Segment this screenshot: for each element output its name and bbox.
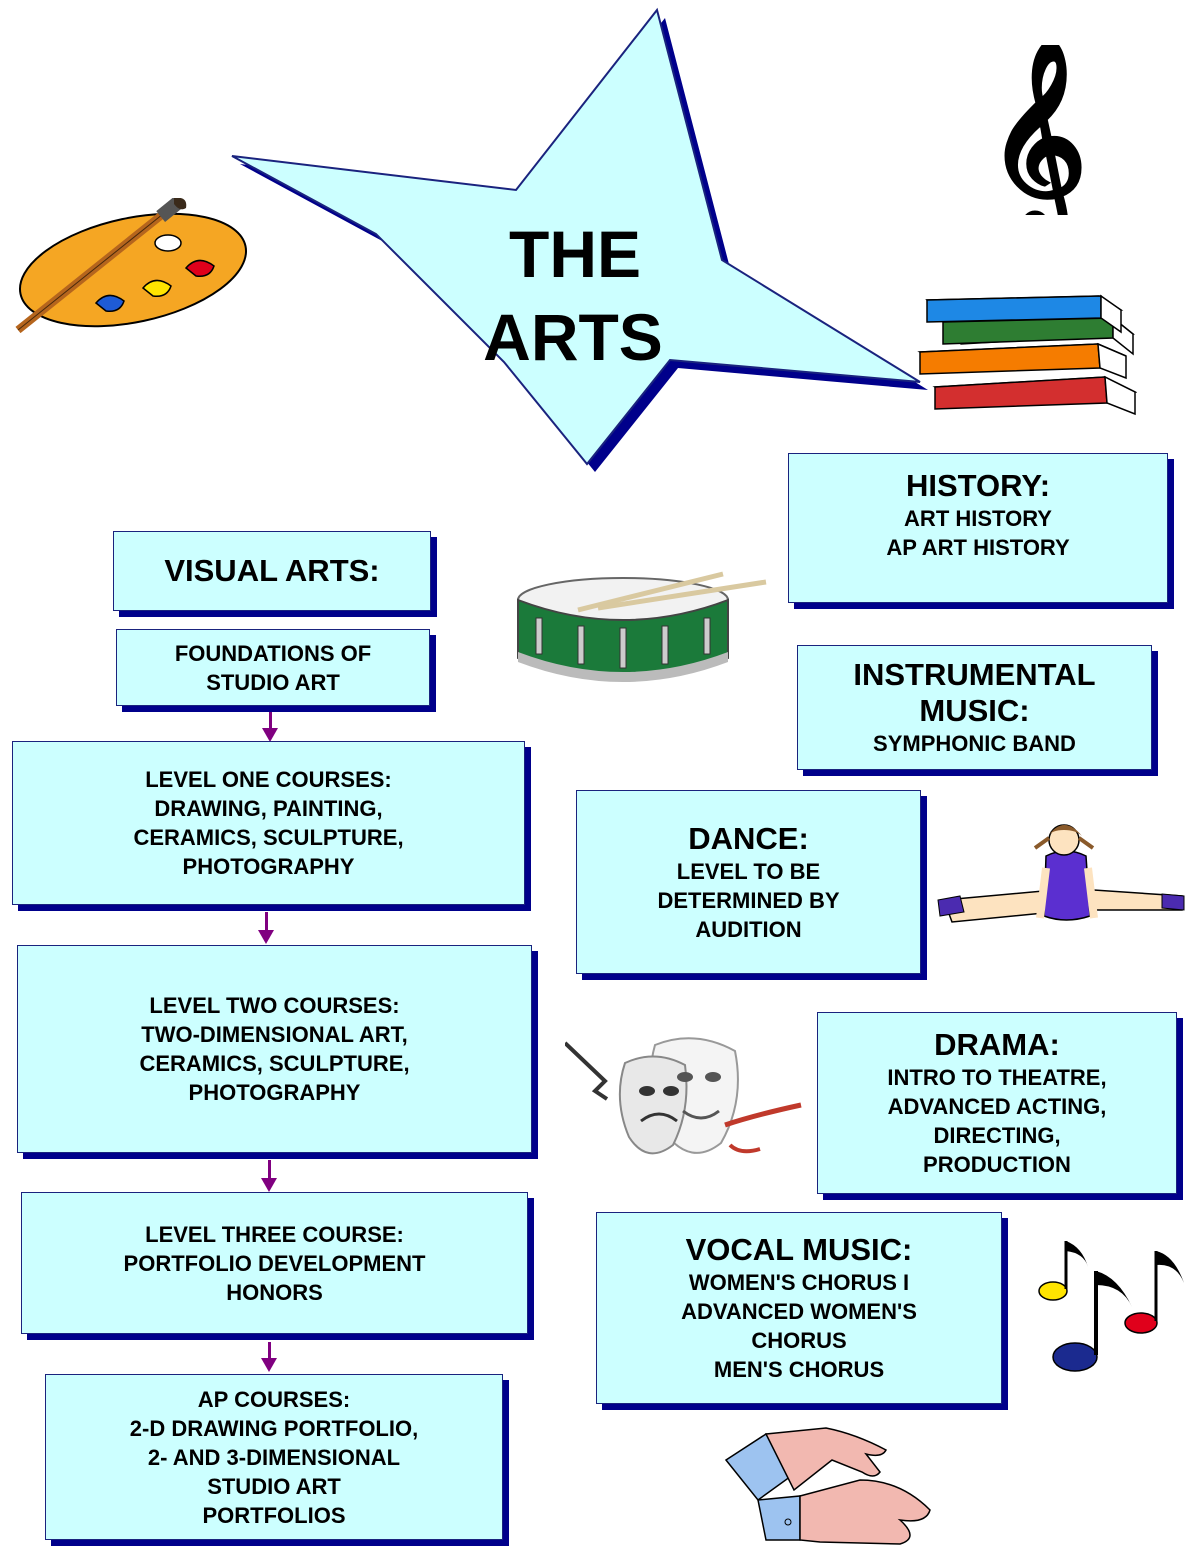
ap-line-2: 2-D DRAWING PORTFOLIO,	[129, 1415, 419, 1441]
history-heading: HISTORY:	[905, 468, 1051, 503]
level-two-line-4: PHOTOGRAPHY	[188, 1080, 361, 1105]
ap-courses-box: AP COURSES: 2-D DRAWING PORTFOLIO, 2- AN…	[45, 1374, 503, 1540]
level-three-line-3: HONORS	[226, 1279, 323, 1305]
level-two-box: LEVEL TWO COURSES: TWO-DIMENSIONAL ART, …	[17, 945, 532, 1153]
ap-line-3: 2- AND 3-DIMENSIONAL	[147, 1444, 401, 1470]
flow-arrow-4	[261, 1342, 277, 1372]
level-three-line-1: LEVEL THREE COURSE:	[145, 1221, 404, 1247]
foundations-line-1: FOUNDATIONS OF	[174, 640, 372, 666]
ap-line-4: STUDIO ART	[207, 1473, 341, 1499]
vocal-item-1: WOMEN'S CHORUS I	[688, 1270, 910, 1295]
level-one-line-1: LEVEL ONE COURSES:	[145, 767, 392, 792]
svg-text:𝄞: 𝄞	[987, 45, 1087, 215]
history-item-2: AP ART HISTORY	[886, 535, 1070, 560]
drama-item-2: ADVANCED ACTING,	[887, 1094, 1107, 1119]
vocal-item-4: MEN'S CHORUS	[713, 1357, 885, 1382]
level-one-box: LEVEL ONE COURSES: DRAWING, PAINTING, CE…	[12, 741, 525, 905]
visual-arts-heading: VISUAL ARTS:	[164, 553, 380, 588]
music-notes-icon	[1038, 1241, 1184, 1372]
instrumental-heading-2: MUSIC:	[919, 693, 1030, 728]
ap-line-1: AP COURSES:	[197, 1386, 351, 1412]
title-line-1: THE	[509, 217, 641, 291]
dance-item-3: AUDITION	[695, 916, 802, 942]
level-one-line-3: CERAMICS, SCULPTURE,	[133, 825, 404, 850]
drama-item-4: PRODUCTION	[923, 1152, 1071, 1177]
palette-icon	[15, 198, 248, 334]
level-one-line-2: DRAWING, PAINTING,	[154, 796, 383, 821]
vocal-heading: VOCAL MUSIC:	[685, 1232, 913, 1267]
level-three-box: LEVEL THREE COURSE: PORTFOLIO DEVELOPMEN…	[21, 1192, 528, 1334]
title-star-full: THE ARTS	[231, 7, 928, 472]
foundations-box: FOUNDATIONS OF STUDIO ART	[116, 629, 430, 706]
drama-item-1: INTRO TO THEATRE,	[887, 1065, 1107, 1090]
vocal-item-3: CHORUS	[751, 1328, 847, 1353]
books-icon	[917, 294, 1137, 416]
drama-heading: DRAMA:	[934, 1027, 1060, 1062]
theatre-masks-icon	[565, 1037, 802, 1155]
ap-line-5: PORTFOLIOS	[202, 1502, 346, 1528]
instrumental-item-1: SYMPHONIC BAND	[873, 731, 1076, 756]
flow-arrow-2	[258, 912, 274, 944]
instrumental-box: INSTRUMENTAL MUSIC: SYMPHONIC BAND	[797, 645, 1152, 770]
visual-arts-heading-box: VISUAL ARTS:	[113, 531, 431, 611]
history-item-1: ART HISTORY	[904, 506, 1052, 531]
dance-item-1: LEVEL TO BE	[676, 858, 821, 884]
flow-arrow-1	[262, 712, 278, 742]
treble-clef-icon: 𝄞	[987, 45, 1087, 215]
instrumental-heading-1: INSTRUMENTAL	[853, 657, 1096, 692]
dance-item-2: DETERMINED BY	[657, 887, 840, 913]
dancer-icon	[937, 824, 1185, 923]
drama-box: DRAMA: INTRO TO THEATRE, ADVANCED ACTING…	[817, 1012, 1177, 1194]
dance-heading: DANCE:	[688, 820, 809, 856]
foundations-line-2: STUDIO ART	[206, 669, 340, 695]
flow-arrow-3	[261, 1160, 277, 1192]
clapping-hands-icon	[724, 1427, 931, 1545]
level-two-line-1: LEVEL TWO COURSES:	[149, 993, 400, 1018]
snare-drum-icon	[517, 571, 767, 682]
drama-item-3: DIRECTING,	[933, 1123, 1061, 1148]
dance-box: DANCE: LEVEL TO BE DETERMINED BY AUDITIO…	[576, 790, 921, 974]
level-two-line-3: CERAMICS, SCULPTURE,	[139, 1051, 410, 1076]
level-one-line-4: PHOTOGRAPHY	[182, 854, 355, 879]
history-box: HISTORY: ART HISTORY AP ART HISTORY	[788, 453, 1168, 603]
vocal-box: VOCAL MUSIC: WOMEN'S CHORUS I ADVANCED W…	[596, 1212, 1002, 1404]
vocal-item-2: ADVANCED WOMEN'S	[681, 1299, 917, 1324]
title-line-2: ARTS	[483, 300, 663, 374]
level-two-line-2: TWO-DIMENSIONAL ART,	[141, 1022, 408, 1047]
level-three-line-2: PORTFOLIO DEVELOPMENT	[123, 1250, 426, 1276]
